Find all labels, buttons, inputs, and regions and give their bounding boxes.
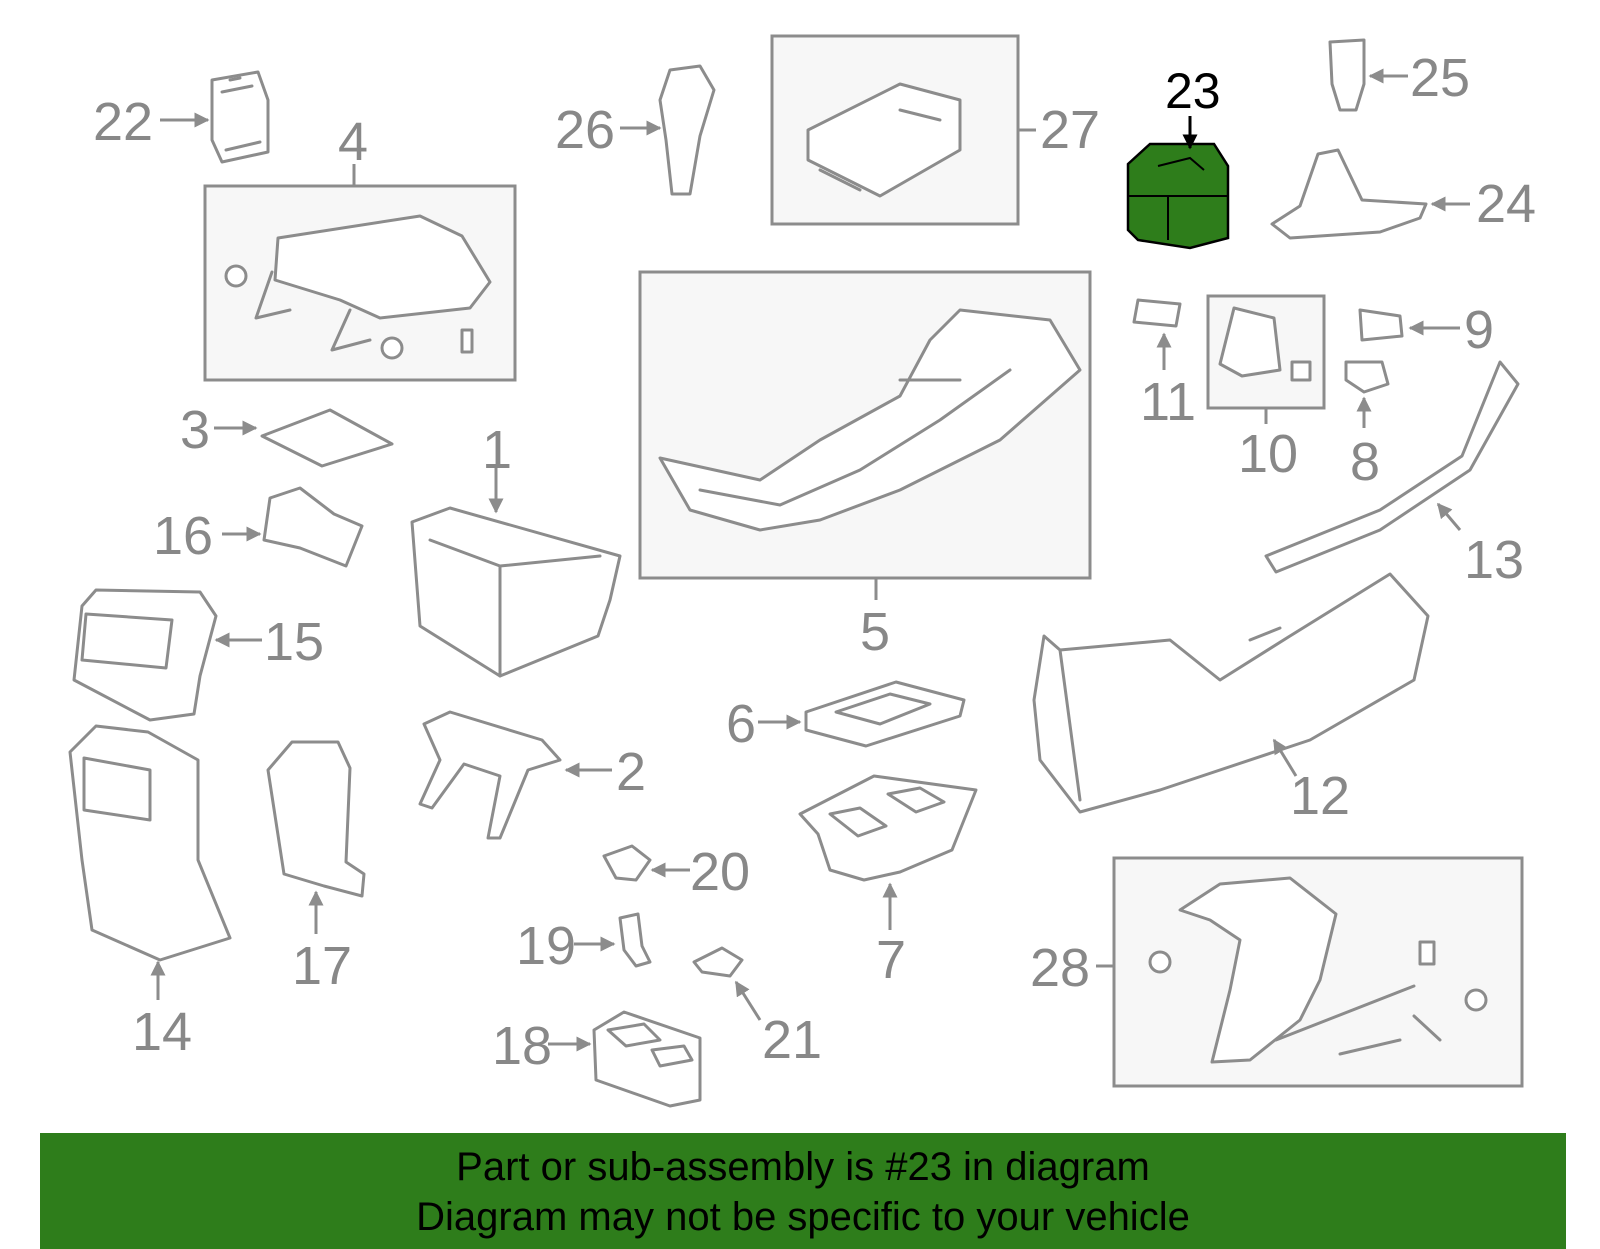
part-2[interactable]: 2	[418, 710, 646, 840]
part-4[interactable]: 4	[203, 112, 517, 382]
callout-8: 8	[1350, 432, 1380, 492]
callout-20: 20	[690, 842, 750, 902]
callout-6: 6	[726, 694, 756, 754]
callout-23: 23	[1165, 63, 1221, 119]
part-28[interactable]: 28	[1030, 856, 1524, 1088]
callout-5: 5	[860, 602, 890, 662]
part-5[interactable]: 5	[638, 270, 1092, 662]
callout-9: 9	[1464, 300, 1494, 360]
part-11[interactable]: 11	[1132, 298, 1196, 432]
part-17[interactable]: 17	[266, 740, 366, 996]
part-22[interactable]: 22	[93, 70, 270, 164]
callout-1: 1	[482, 420, 512, 480]
callout-22: 22	[93, 92, 153, 152]
banner-line-1: Part or sub-assembly is #23 in diagram	[456, 1145, 1150, 1189]
part-24[interactable]: 24	[1270, 148, 1536, 240]
callout-15: 15	[264, 612, 324, 672]
part-7[interactable]: 7	[798, 774, 978, 990]
part-12[interactable]: 12	[1032, 572, 1430, 826]
callout-2: 2	[616, 742, 646, 802]
part-8[interactable]: 8	[1344, 360, 1390, 492]
callout-7: 7	[876, 930, 906, 990]
part-26[interactable]: 26	[555, 64, 716, 196]
part-1[interactable]: 1	[410, 420, 622, 678]
callout-18: 18	[492, 1016, 552, 1076]
part-25[interactable]: 25	[1328, 38, 1470, 112]
callout-16: 16	[153, 506, 213, 566]
banner-line-2: Diagram may not be specific to your vehi…	[416, 1195, 1190, 1239]
callout-17: 17	[292, 936, 352, 996]
callout-13: 13	[1464, 530, 1524, 590]
part-23-highlighted[interactable]: 23	[1126, 63, 1230, 250]
callout-11: 11	[1140, 372, 1196, 432]
part-18[interactable]: 18	[492, 1010, 702, 1108]
part-9[interactable]: 9	[1358, 300, 1494, 360]
part-21[interactable]: 21	[692, 946, 822, 1070]
callout-27: 27	[1040, 100, 1100, 160]
part-14[interactable]: 14	[68, 724, 232, 1062]
part-16[interactable]: 16	[153, 486, 364, 568]
callout-25: 25	[1410, 48, 1470, 108]
part-19[interactable]: 19	[516, 912, 652, 976]
callout-28: 28	[1030, 938, 1090, 998]
callout-24: 24	[1476, 174, 1536, 234]
callout-26: 26	[555, 100, 615, 160]
callout-4: 4	[338, 112, 368, 172]
callout-21: 21	[762, 1010, 822, 1070]
callout-10: 10	[1238, 424, 1298, 484]
part-20[interactable]: 20	[602, 842, 750, 902]
part-3[interactable]: 3	[180, 400, 394, 468]
part-6[interactable]: 6	[726, 680, 966, 754]
callout-3: 3	[180, 400, 210, 460]
info-banner: Part or sub-assembly is #23 in diagram D…	[40, 1133, 1566, 1249]
part-15[interactable]: 15	[72, 588, 324, 722]
part-27[interactable]: 27	[770, 34, 1100, 226]
part-10[interactable]: 10	[1206, 294, 1326, 484]
part-13[interactable]: 13	[1264, 360, 1524, 590]
callout-14: 14	[132, 1002, 192, 1062]
callout-12: 12	[1290, 766, 1350, 826]
callout-19: 19	[516, 916, 576, 976]
